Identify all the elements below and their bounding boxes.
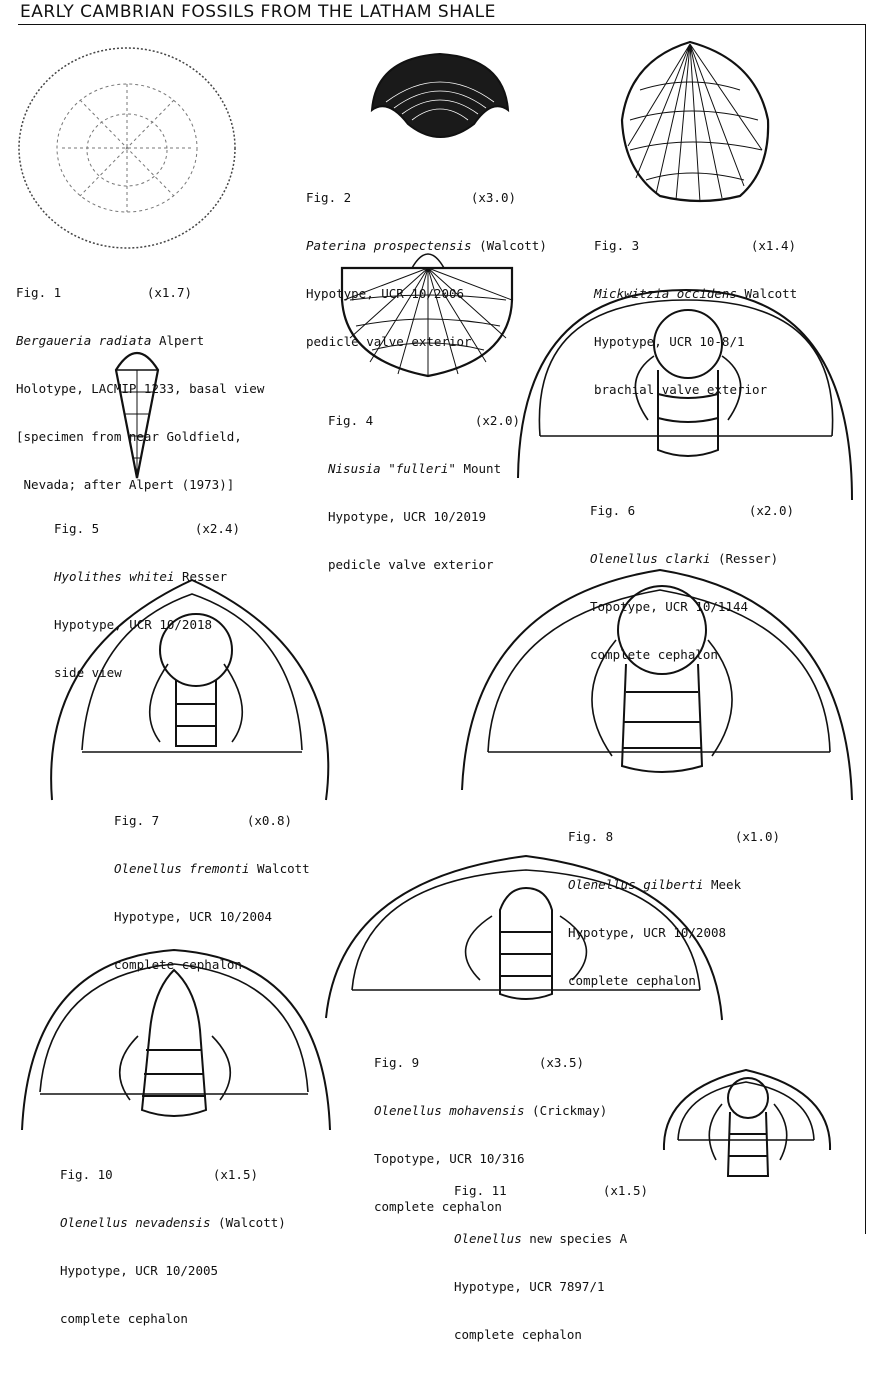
- caption-fig5: Fig. 5(x2.4) Hyolithes whitei Resser Hyp…: [54, 521, 240, 680]
- fig3-mickwitzia-drawing: [620, 40, 770, 203]
- fig7-fremonti-drawing: [50, 578, 330, 801]
- fig6-clarki-drawing: [517, 288, 853, 501]
- caption-fig6: Fig. 6(x2.0) Olenellus clarki (Resser) T…: [590, 503, 794, 662]
- caption-fig8: Fig. 8(x1.0) Olenellus gilberti Meek Hyp…: [568, 829, 780, 988]
- caption-fig10: Fig. 10(x1.5) Olenellus nevadensis (Walc…: [60, 1167, 286, 1326]
- fig10-nevadensis-drawing: [21, 948, 331, 1131]
- fig5-hyolithes-drawing: [114, 352, 160, 479]
- fig4-nisusia-drawing: [340, 253, 514, 378]
- caption-fig2: Fig. 2(x3.0) Paterina prospectensis (Wal…: [306, 190, 547, 349]
- plate-frame-right: [865, 24, 866, 1234]
- fig1-bergaueria-drawing: [18, 47, 236, 249]
- caption-fig1: Fig. 1(x1.7) Bergaueria radiata Alpert H…: [16, 285, 265, 492]
- fossil-drawings: [18, 40, 853, 1177]
- caption-fig4: Fig. 4(x2.0) Nisusia "fulleri" Mount Hyp…: [328, 413, 520, 572]
- caption-fig7: Fig. 7(x0.8) Olenellus fremonti Walcott …: [114, 813, 310, 972]
- fig9-mohavensis-drawing: [325, 854, 723, 1021]
- caption-fig11: Fig. 11(x1.5) Olenellus new species A Hy…: [454, 1183, 648, 1342]
- fig8-gilberti-drawing: [461, 568, 853, 801]
- title-underline: [18, 24, 866, 25]
- fossil-plate: EARLY CAMBRIAN FOSSILS FROM THE LATHAM S…: [16, 2, 866, 1342]
- caption-fig3: Fig. 3(x1.4) Mickwitzia occidens Walcott…: [594, 238, 798, 397]
- fig11-species-a-drawing: [662, 1068, 832, 1177]
- fig2-paterina-drawing: [370, 52, 510, 138]
- plate-title: EARLY CAMBRIAN FOSSILS FROM THE LATHAM S…: [20, 2, 496, 22]
- caption-fig9: Fig. 9(x3.5) Olenellus mohavensis (Crick…: [374, 1055, 608, 1214]
